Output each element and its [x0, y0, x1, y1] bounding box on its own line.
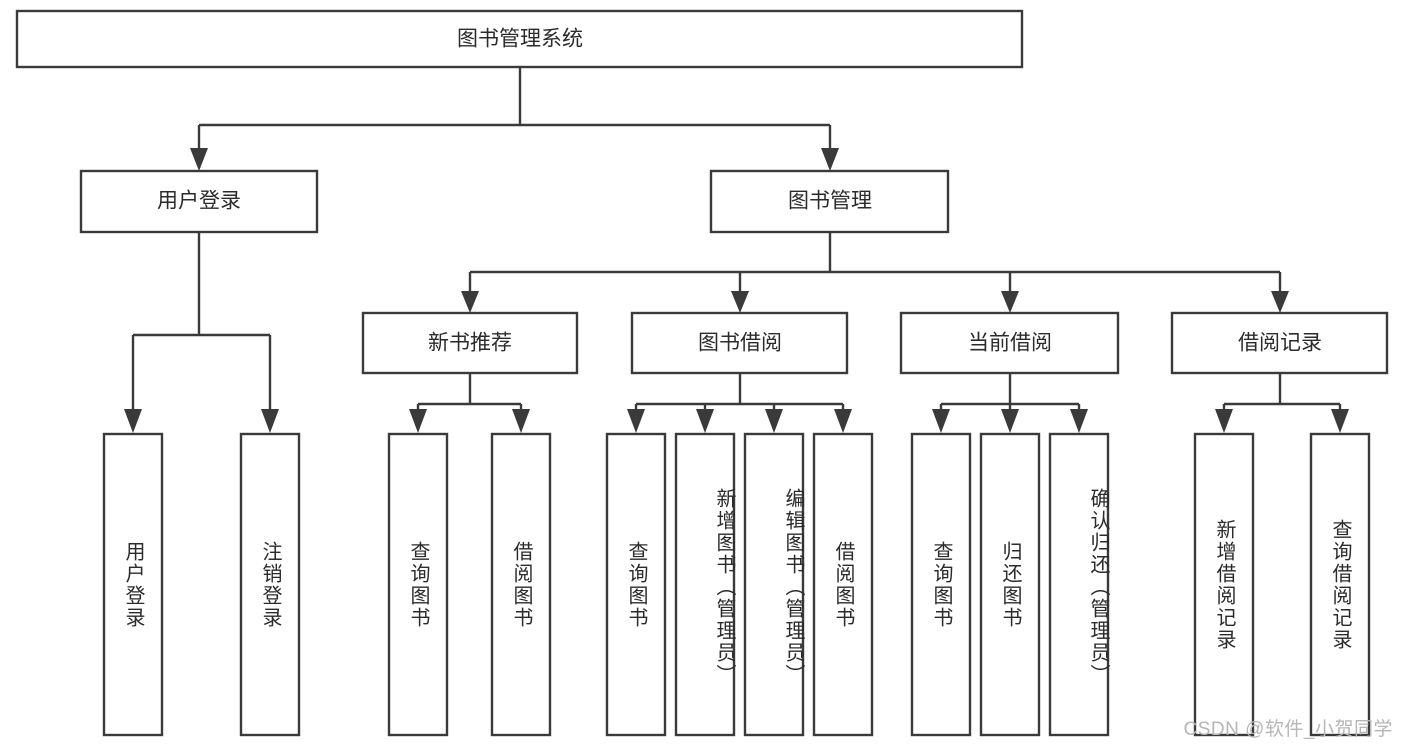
arrowhead-leaf-book-borrow-1 [627, 409, 645, 433]
connectors-book-borrow-to-leaves [627, 373, 852, 433]
connectors-book-manage-to-level2 [461, 232, 1289, 313]
arrowhead-user-login [190, 148, 208, 171]
node-book-borrow-label: 图书借阅 [698, 332, 782, 355]
leaf-box-book-borrow-1[interactable] [605, 432, 667, 737]
node-root-box[interactable] [15, 9, 1024, 69]
leaf-box-user-login-1[interactable] [102, 432, 164, 737]
arrowhead-leaf-new-book-1 [409, 409, 427, 433]
leaf-box-book-borrow-4[interactable] [812, 432, 874, 737]
node-current-borrow-box[interactable] [899, 311, 1120, 375]
leaf-box-book-borrow-2[interactable] [674, 432, 736, 737]
leaf-box-borrow-record-1[interactable] [1193, 432, 1255, 737]
node-current-borrow-label: 当前借阅 [968, 332, 1052, 355]
node-new-book-label: 新书推荐 [428, 332, 512, 355]
arrowhead-leaf-book-borrow-2 [696, 409, 714, 433]
arrowhead-leaf-user-login-1 [124, 409, 142, 433]
arrowhead-leaf-borrow-record-2 [1331, 409, 1349, 433]
leaf-box-current-borrow-3[interactable] [1048, 432, 1110, 737]
node-borrow-record[interactable]: 借阅记录 [1170, 311, 1389, 375]
node-root[interactable]: 图书管理系统 [15, 9, 1024, 69]
node-new-book[interactable]: 新书推荐 [361, 311, 579, 375]
node-user-login-label: 用户登录 [157, 190, 241, 213]
node-borrow-record-label: 借阅记录 [1238, 332, 1322, 355]
arrowhead-current-borrow [1001, 291, 1019, 313]
connectors-borrow-record-to-leaves [1215, 373, 1349, 433]
node-book-borrow[interactable]: 图书借阅 [630, 311, 849, 375]
node-book-manage-label: 图书管理 [788, 190, 872, 213]
arrowhead-leaf-current-borrow-3 [1070, 409, 1088, 433]
arrowhead-leaf-new-book-2 [512, 409, 530, 433]
arrowhead-leaf-book-borrow-4 [834, 409, 852, 433]
connectors-root-to-level1 [190, 67, 839, 171]
connectors-new-book-to-leaves [409, 373, 530, 433]
leaf-box-borrow-record-2[interactable] [1309, 432, 1371, 737]
connectors-user-login-to-leaves [124, 232, 279, 433]
node-book-manage-box[interactable] [709, 169, 950, 234]
csdn-watermark: CSDN @软件_小贺同学 [1183, 719, 1393, 740]
arrowhead-book-borrow [731, 291, 749, 313]
leaf-box-current-borrow-1[interactable] [910, 432, 972, 737]
arrowhead-borrow-record [1271, 291, 1289, 313]
leaf-box-current-borrow-2[interactable] [979, 432, 1041, 737]
arrowhead-leaf-book-borrow-3 [765, 409, 783, 433]
arrowhead-leaf-borrow-record-1 [1215, 409, 1233, 433]
node-new-book-box[interactable] [361, 311, 579, 375]
arrowhead-leaf-user-login-2 [261, 409, 279, 433]
arrowhead-leaf-current-borrow-2 [1001, 409, 1019, 433]
node-book-borrow-box[interactable] [630, 311, 849, 375]
arrowhead-new-book [461, 291, 479, 313]
node-book-manage[interactable]: 图书管理 [709, 169, 950, 234]
node-root-label: 图书管理系统 [457, 28, 583, 51]
leaf-box-user-login-2[interactable] [239, 432, 301, 737]
node-user-login-box[interactable] [79, 169, 319, 234]
leaf-box-book-borrow-3[interactable] [743, 432, 805, 737]
connectors-current-borrow-to-leaves [932, 373, 1088, 433]
node-user-login[interactable]: 用户登录 [79, 169, 319, 234]
leaf-box-new-book-1[interactable] [387, 432, 449, 737]
arrowhead-book-manage [821, 148, 839, 171]
node-borrow-record-box[interactable] [1170, 311, 1389, 375]
node-current-borrow[interactable]: 当前借阅 [899, 311, 1120, 375]
leaf-box-new-book-2[interactable] [490, 432, 552, 737]
arrowhead-leaf-current-borrow-1 [932, 409, 950, 433]
